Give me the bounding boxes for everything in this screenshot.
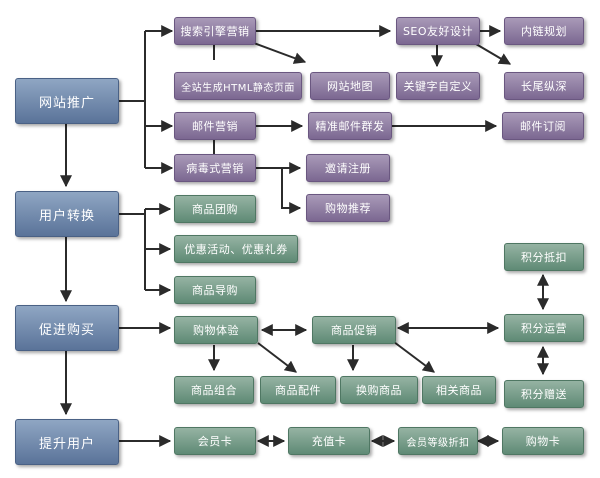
node-product-accessories: 商品配件 — [260, 376, 336, 404]
node-points-operation: 积分运营 — [504, 314, 584, 342]
node-group-buy: 商品团购 — [174, 195, 256, 223]
node-precise-email: 精准邮件群发 — [308, 112, 392, 140]
node-viral-marketing: 病毒式营销 — [174, 154, 256, 182]
arrow-promotion-to-related — [393, 341, 435, 373]
arrow-experience-to-accessories — [257, 342, 297, 373]
arrow-search-to-sitemap — [253, 42, 307, 64]
node-shopping-recommend: 购物推荐 — [306, 194, 390, 222]
node-member-level-discount: 会员等级折扣 — [398, 427, 478, 455]
arrow-viral-to-recommend — [281, 168, 302, 214]
node-trade-in: 换购商品 — [340, 376, 418, 404]
node-points-gift: 积分赠送 — [504, 380, 584, 408]
node-points-deduct: 积分抵扣 — [504, 243, 584, 271]
node-seo-design: SEO友好设计 — [396, 17, 480, 45]
stage-upgrade: 提升用户 — [15, 419, 119, 465]
node-sitemap: 网站地图 — [310, 72, 390, 100]
stage-conversion: 用户转换 — [15, 191, 119, 237]
node-member-card: 会员卡 — [174, 427, 256, 455]
node-product-guide: 商品导购 — [174, 276, 256, 304]
stage-promotion: 网站推广 — [15, 78, 119, 124]
node-shopping-card: 购物卡 — [502, 427, 584, 455]
stage-purchase: 促进购买 — [15, 305, 119, 351]
node-keyword-custom: 关键字自定义 — [396, 72, 480, 100]
node-static-pages: 全站生成HTML静态页面 — [174, 72, 302, 100]
node-long-tail: 长尾纵深 — [504, 72, 584, 100]
node-email-subscribe: 邮件订阅 — [502, 112, 584, 140]
node-email-marketing: 邮件营销 — [174, 112, 256, 140]
node-invite-register: 邀请注册 — [306, 154, 390, 182]
node-related-products: 相关商品 — [422, 376, 496, 404]
arrow-seo-to-longtail — [475, 43, 512, 65]
node-search-marketing: 搜索引擎营销 — [174, 17, 256, 45]
node-internal-links: 内链规划 — [504, 17, 584, 45]
node-product-bundle: 商品组合 — [174, 376, 254, 404]
node-shopping-experience: 购物体验 — [174, 316, 258, 344]
node-product-promotion: 商品促销 — [312, 316, 396, 344]
node-promotions-coupons: 优惠活动、优惠礼券 — [174, 235, 298, 263]
node-recharge-card: 充值卡 — [288, 427, 370, 455]
